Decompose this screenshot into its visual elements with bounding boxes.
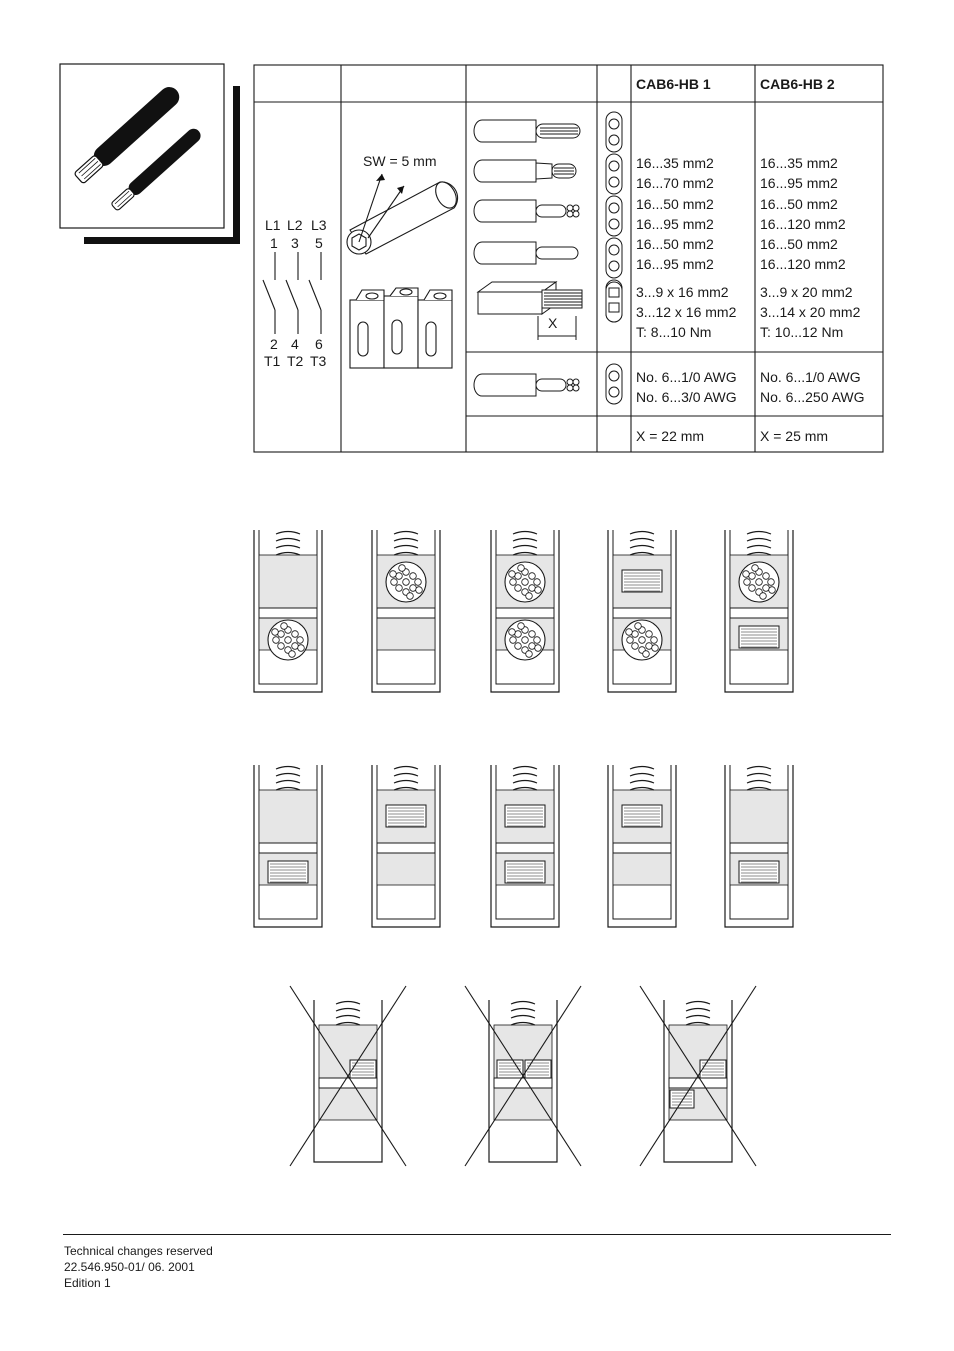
terminal-clamp-3 <box>607 530 677 693</box>
schematic-label-l1: L1 <box>265 217 281 233</box>
hb2-flat-0: 3...9 x 20 mm2 <box>760 284 853 300</box>
tool-illustration <box>58 62 244 248</box>
schematic-number-1: 1 <box>270 235 278 251</box>
schematic-label-l2: L2 <box>287 217 303 233</box>
terminal-clamp-1 <box>371 530 441 693</box>
terminal-clamp-0 <box>253 530 323 693</box>
schematic-number-6: 6 <box>315 336 323 352</box>
hb2-torque: T: 10...12 Nm <box>760 324 844 340</box>
hb2-metric-5: 16...120 mm2 <box>760 256 846 272</box>
incorrect-clamp-2 <box>639 985 757 1167</box>
spec-table-grid <box>253 64 884 453</box>
hb2-metric-0: 16...35 mm2 <box>760 155 838 171</box>
hb2-x-dimension: X = 25 mm <box>760 428 829 444</box>
screwdriver-icon <box>59 63 240 244</box>
hb1-metric-0: 16...35 mm2 <box>636 155 714 171</box>
hb2-flat-1: 3...14 x 20 mm2 <box>760 304 861 320</box>
terminal-clamp-4 <box>724 530 794 693</box>
schematic-label-l3: L3 <box>311 217 327 233</box>
hb1-x-dimension: X = 22 mm <box>636 428 705 444</box>
footer-document-number: 22.546.950-01/ 06. 2001 <box>64 1260 195 1274</box>
hb2-metric-3: 16...120 mm2 <box>760 216 846 232</box>
awg-wire-icon <box>473 373 580 397</box>
incorrect-clamp-0 <box>289 985 407 1167</box>
column-header-hb2: CAB6-HB 2 <box>760 76 835 92</box>
terminal-block-icon <box>349 287 453 369</box>
hb2-metric-1: 16...95 mm2 <box>760 175 838 191</box>
schematic-number-3: 3 <box>291 235 299 251</box>
column-header-hb1: CAB6-HB 1 <box>636 76 711 92</box>
footer-divider <box>63 1234 891 1235</box>
multi-strand-wire-icon <box>473 199 580 223</box>
conductor-types-icon <box>473 119 583 340</box>
hb1-metric-5: 16...95 mm2 <box>636 256 714 272</box>
hb1-flat-0: 3...9 x 16 mm2 <box>636 284 729 300</box>
switch-contacts-icon <box>262 252 322 334</box>
hb1-flat-1: 3...12 x 16 mm2 <box>636 304 737 320</box>
hb1-awg-0: No. 6...1/0 AWG <box>636 369 737 385</box>
terminal-clamp-7 <box>490 765 560 928</box>
hb1-metric-3: 16...95 mm2 <box>636 216 714 232</box>
dimension-label-x: X <box>548 315 558 331</box>
schematic-number-2: 2 <box>270 336 278 352</box>
incorrect-clamp-1 <box>464 985 582 1167</box>
stranded-wire-icon <box>473 119 581 143</box>
solid-wire-icon <box>473 241 579 265</box>
footer-edition: Edition 1 <box>64 1276 111 1290</box>
schematic-label-t3: T3 <box>310 353 327 369</box>
hb2-metric-2: 16...50 mm2 <box>760 196 838 212</box>
terminal-clamp-9 <box>724 765 794 928</box>
schematic-label-t1: T1 <box>264 353 281 369</box>
footer-notice: Technical changes reserved <box>64 1244 213 1258</box>
terminal-clamp-2 <box>490 530 560 693</box>
fine-wire-icon <box>473 159 577 183</box>
terminal-clamp-8 <box>607 765 677 928</box>
flat-bar-icon <box>476 281 583 315</box>
schematic-label-t2: T2 <box>287 353 304 369</box>
hb1-torque: T: 8...10 Nm <box>636 324 712 340</box>
hex-key-icon <box>346 173 459 255</box>
terminal-clamp-5 <box>253 765 323 928</box>
terminal-clamp-6 <box>371 765 441 928</box>
hb1-metric-2: 16...50 mm2 <box>636 196 714 212</box>
schematic-number-4: 4 <box>291 336 299 352</box>
hb1-awg-1: No. 6...3/0 AWG <box>636 389 737 405</box>
schematic-number-5: 5 <box>315 235 323 251</box>
hb2-awg-1: No. 6...250 AWG <box>760 389 865 405</box>
hb2-metric-4: 16...50 mm2 <box>760 236 838 252</box>
terminal-clamp-diagrams <box>253 530 794 1167</box>
hb2-awg-0: No. 6...1/0 AWG <box>760 369 861 385</box>
hb1-metric-4: 16...50 mm2 <box>636 236 714 252</box>
wrench-size-label: SW = 5 mm <box>363 153 437 169</box>
hb1-metric-1: 16...70 mm2 <box>636 175 714 191</box>
clamp-position-icon <box>605 111 623 405</box>
